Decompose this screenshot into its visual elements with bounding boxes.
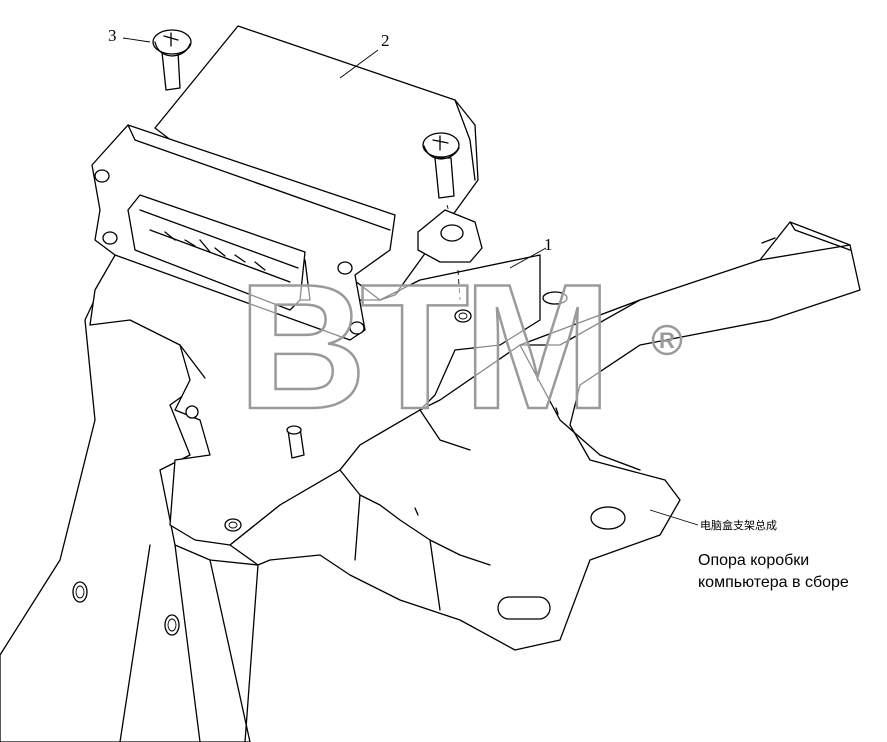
caption-russian-line2: компьютера в сборе — [698, 574, 849, 591]
mounting-tab — [417, 209, 483, 323]
bracket-plate — [0, 221, 861, 742]
ecu-box — [91, 25, 479, 341]
plate-slot — [497, 596, 551, 620]
callout-1: 1 — [544, 235, 553, 254]
flange-hole — [94, 169, 110, 183]
screw-left — [152, 29, 192, 91]
screw-right — [422, 132, 460, 229]
rail-hole — [72, 581, 88, 603]
rail-hole — [185, 405, 199, 419]
flange-hole — [349, 321, 365, 335]
registered-mark-icon — [651, 324, 683, 356]
right-strap — [229, 244, 861, 651]
flange-hole — [337, 261, 353, 275]
plate-hole — [590, 506, 626, 530]
btm-watermark: BTM R — [237, 246, 683, 447]
flange-hole — [102, 231, 118, 245]
rail-hole — [164, 614, 180, 636]
caption-russian-line1: Опора коробки — [698, 552, 809, 569]
svg-text:R: R — [659, 328, 675, 353]
leader-lines — [122, 37, 699, 526]
strap-slot — [542, 291, 568, 305]
watermark-text: BTM — [238, 247, 606, 446]
caption-chinese: 电脑盒支架总成 — [700, 518, 777, 532]
callout-2: 2 — [381, 31, 390, 50]
plate-hole — [224, 518, 242, 532]
callout-3: 3 — [108, 26, 117, 45]
